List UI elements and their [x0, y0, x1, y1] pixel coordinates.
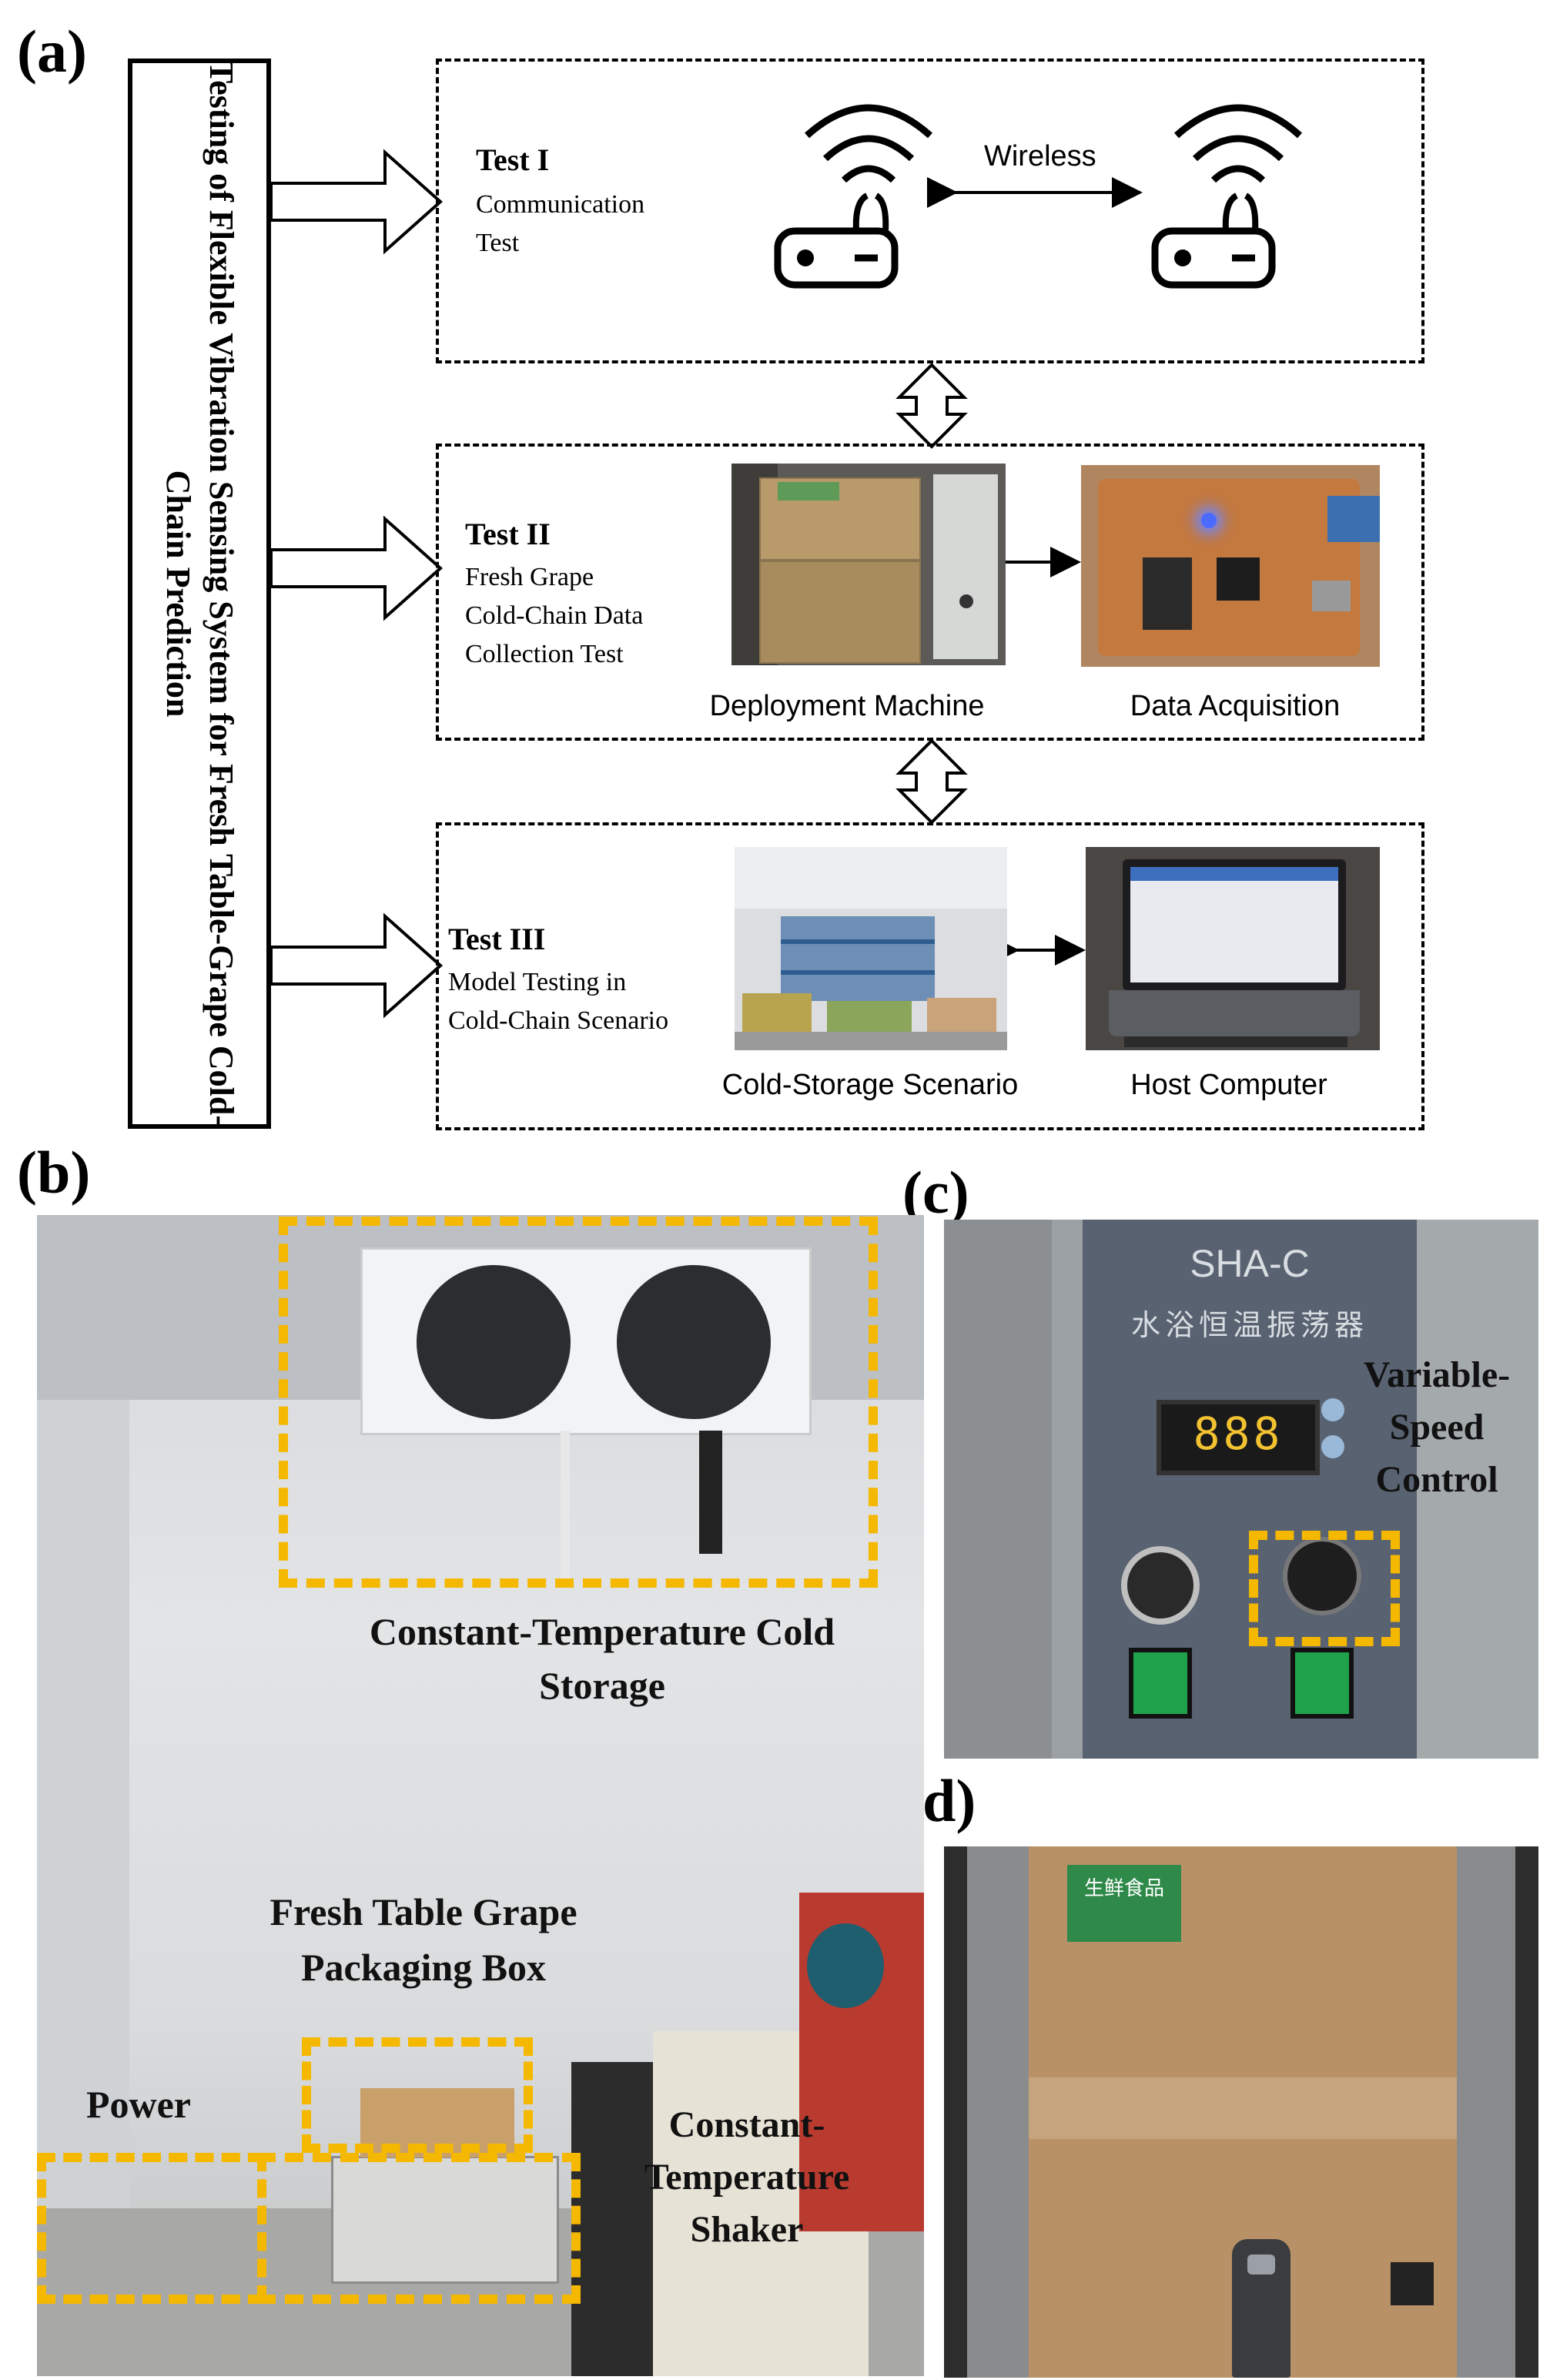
test-2-desc-line1: Fresh Grape — [465, 563, 594, 591]
label-variable-line2: Speed — [1389, 1407, 1485, 1448]
label-shaker-line3: Shaker — [690, 2209, 804, 2250]
box-logo-text: 生鲜食品 — [1083, 1877, 1164, 1900]
highlight-shaker — [257, 2153, 581, 2304]
highlight-power — [37, 2153, 266, 2304]
panel-label-a: (a) — [17, 18, 87, 85]
highlight-speed-control — [1249, 1531, 1400, 1646]
timer-knob — [1121, 1546, 1200, 1625]
wireless-label: Wireless — [984, 140, 1096, 172]
test-1-box — [436, 59, 1424, 363]
test-3-desc-line1: Model Testing in — [448, 968, 627, 996]
model-label: SHA-C — [1190, 1242, 1310, 1285]
host-caption: Host Computer — [1130, 1069, 1327, 1101]
power-switch-right — [1291, 1648, 1354, 1719]
label-cold-storage-line2: Storage — [539, 1664, 665, 1707]
deployment-machine-photo — [731, 464, 1006, 665]
flow-arrows — [269, 104, 1303, 1019]
host-computer-photo — [1086, 847, 1380, 1050]
router-icon-right — [1151, 104, 1303, 289]
test-1-desc-line2: Test — [476, 229, 520, 257]
test-3-title: Test III — [448, 922, 546, 956]
label-grape-box-line2: Packaging Box — [300, 1946, 547, 1989]
power-switch-left — [1129, 1648, 1192, 1719]
test-3-box — [436, 822, 1424, 1130]
highlight-cold-storage — [279, 1217, 878, 1588]
test-1-desc-line1: Communication — [476, 190, 645, 219]
cold-storage-photo — [735, 847, 1007, 1050]
led-digits: 888 — [1193, 1408, 1284, 1460]
test-1-title: Test I — [476, 142, 550, 177]
cold-storage-caption: Cold-Storage Scenario — [721, 1069, 1019, 1101]
label-grape-box-line1: Fresh Table Grape — [269, 1890, 577, 1933]
double-arrow-2-3 — [895, 738, 968, 825]
acquisition-caption: Data Acquisition — [1130, 690, 1341, 722]
shaker-control-panel-photo: SHA-C 水浴恒温振荡器 888 — [944, 1220, 1538, 1759]
label-shaker-line1: Constant- — [668, 2104, 825, 2145]
highlight-grape-box — [302, 2037, 533, 2153]
system-title-box: Testing of Flexible Vibration Sensing Sy… — [128, 59, 271, 1129]
evaporator-unit — [360, 1247, 812, 1435]
led-display: 888 — [1157, 1400, 1320, 1475]
panel-label-c: (c) — [902, 1159, 969, 1226]
test-2-desc-line2: Cold-Chain Data — [465, 601, 644, 630]
test-2-box — [436, 444, 1424, 741]
sensor-device — [1232, 2239, 1291, 2378]
label-variable-line3: Control — [1375, 1459, 1498, 1500]
test-2-desc-line3: Collection Test — [465, 640, 624, 668]
cold-storage-room-photo — [37, 1215, 924, 2376]
packaging-box-photo: 生鲜食品 — [944, 1846, 1538, 2378]
router-icon-left — [774, 104, 933, 289]
panel-label-b: (b) — [17, 1139, 91, 1206]
test-3-desc-line2: Cold-Chain Scenario — [448, 1006, 669, 1035]
block-arrow-test-3 — [269, 912, 444, 1019]
label-cold-storage-line1: Constant-Temperature Cold — [369, 1610, 835, 1653]
data-acquisition-photo — [1081, 465, 1380, 667]
chinese-title: 水浴恒温振荡器 — [1130, 1308, 1368, 1342]
double-arrow-1-2 — [895, 363, 968, 449]
label-shaker-line2: Temperature — [644, 2157, 850, 2198]
test-2-title: Test II — [465, 517, 551, 551]
block-arrow-test-1 — [269, 149, 444, 255]
block-arrow-test-2 — [269, 515, 444, 621]
deployment-caption: Deployment Machine — [709, 690, 985, 722]
label-power: Power — [85, 2083, 192, 2126]
label-variable-line1: Variable- — [1363, 1354, 1511, 1395]
